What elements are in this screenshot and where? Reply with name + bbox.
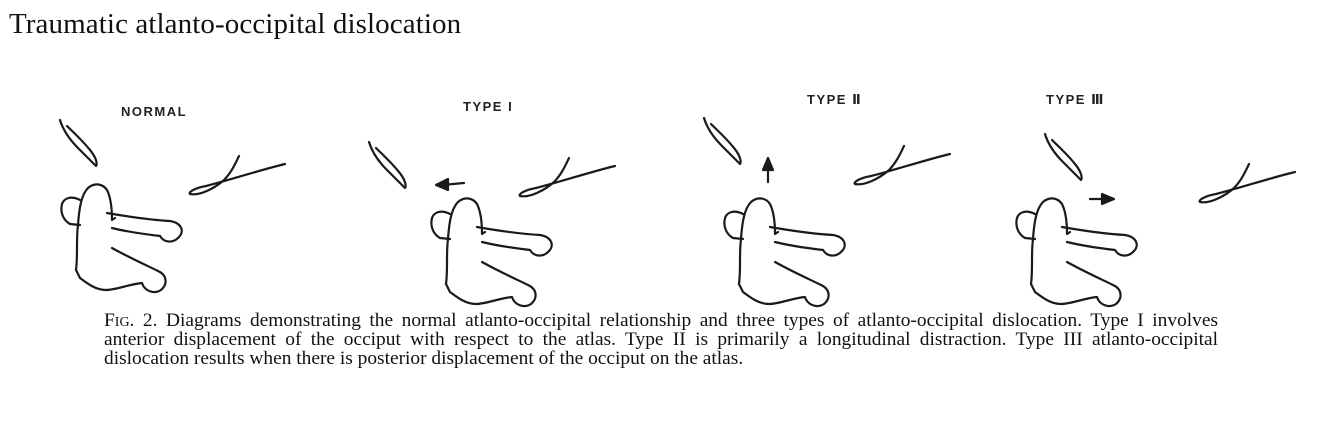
- occipital-condyle-posterior: [1198, 162, 1297, 204]
- atlas-vertebra: [430, 197, 553, 308]
- panel-type-3: [1015, 132, 1297, 308]
- atlas-vertebra: [60, 183, 183, 294]
- arrow-left-icon: [434, 177, 466, 192]
- figure-caption-text: Diagrams demonstrating the normal atlant…: [104, 310, 1219, 369]
- arrow-right-icon: [1088, 192, 1116, 206]
- occipital-condyle-posterior: [188, 154, 287, 196]
- panel-label-type-1: TYPE I: [463, 99, 514, 114]
- panel-type-1: [367, 140, 617, 308]
- panel-label-type-2: TYPE Ⅱ: [807, 92, 863, 107]
- occipital-condyle-anterior: [1043, 132, 1083, 182]
- occipital-condyle-anterior: [58, 118, 98, 168]
- figure-drawing: [58, 116, 1297, 308]
- panel-label-type-3: TYPE Ⅲ: [1046, 92, 1105, 107]
- atlas-vertebra: [723, 197, 846, 308]
- occipital-condyle-anterior: [702, 116, 742, 166]
- figure-diagram: NORMAL TYPE I TYPE Ⅱ TYPE Ⅲ: [0, 70, 1320, 310]
- figure-caption: Fig. 2. Diagrams demonstrating the norma…: [104, 311, 1218, 368]
- panel-normal: [58, 118, 287, 294]
- occipital-condyle-anterior: [367, 140, 407, 190]
- occipital-condyle-posterior: [518, 156, 617, 198]
- occipital-condyle-posterior: [853, 144, 952, 186]
- atlas-vertebra: [1015, 197, 1138, 308]
- arrow-up-icon: [761, 156, 775, 184]
- panel-type-2: [702, 116, 952, 308]
- running-title: Traumatic atlanto-occipital dislocation: [9, 8, 462, 40]
- panel-label-normal: NORMAL: [121, 104, 188, 119]
- figure-caption-lead: Fig. 2.: [104, 310, 158, 331]
